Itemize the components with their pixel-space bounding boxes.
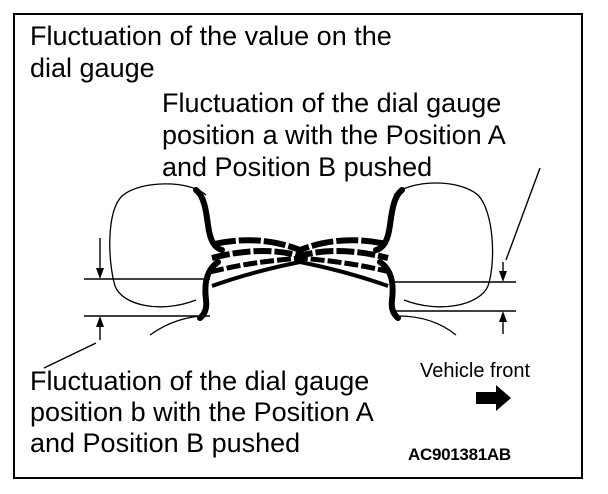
position-b-caption-line-2: position b with the Position A bbox=[30, 397, 374, 427]
value-fluctuation-line-1: Fluctuation of the value on the bbox=[30, 21, 392, 51]
linkage-bar-lower bbox=[209, 255, 391, 275]
figure-frame bbox=[13, 13, 583, 479]
linkage-bar-bottom bbox=[211, 259, 389, 288]
position-a-caption-line-3: and Position B pushed bbox=[162, 152, 433, 182]
vehicle-front-label: Vehicle front bbox=[420, 360, 531, 382]
figure-code: AC901381AB bbox=[408, 445, 511, 464]
left-arrowhead-bottom bbox=[96, 316, 104, 327]
position-a-caption-line-1: Fluctuation of the dial gauge bbox=[162, 88, 502, 118]
left-arrowhead-top bbox=[96, 268, 104, 279]
right-wheel-lower-arc bbox=[397, 315, 457, 336]
right-arrowhead-top bbox=[499, 271, 507, 282]
position-b-caption-line-3: and Position B pushed bbox=[30, 428, 301, 458]
right-knuckle bbox=[373, 187, 405, 253]
leader-line-position-b bbox=[43, 342, 97, 369]
leader-line-position-a bbox=[505, 167, 541, 261]
linkage-bar-top bbox=[213, 237, 387, 254]
right-wheel-outline bbox=[393, 182, 494, 308]
value-fluctuation-line-2: dial gauge bbox=[30, 53, 155, 83]
arrow-right-icon bbox=[476, 385, 511, 411]
left-wheel-outline bbox=[109, 183, 207, 308]
position-a-caption-line-2: position a with the Position A bbox=[162, 120, 506, 150]
right-arrowhead-bottom bbox=[499, 311, 507, 322]
position-b-caption-line-1: Fluctuation of the dial gauge bbox=[30, 366, 370, 396]
